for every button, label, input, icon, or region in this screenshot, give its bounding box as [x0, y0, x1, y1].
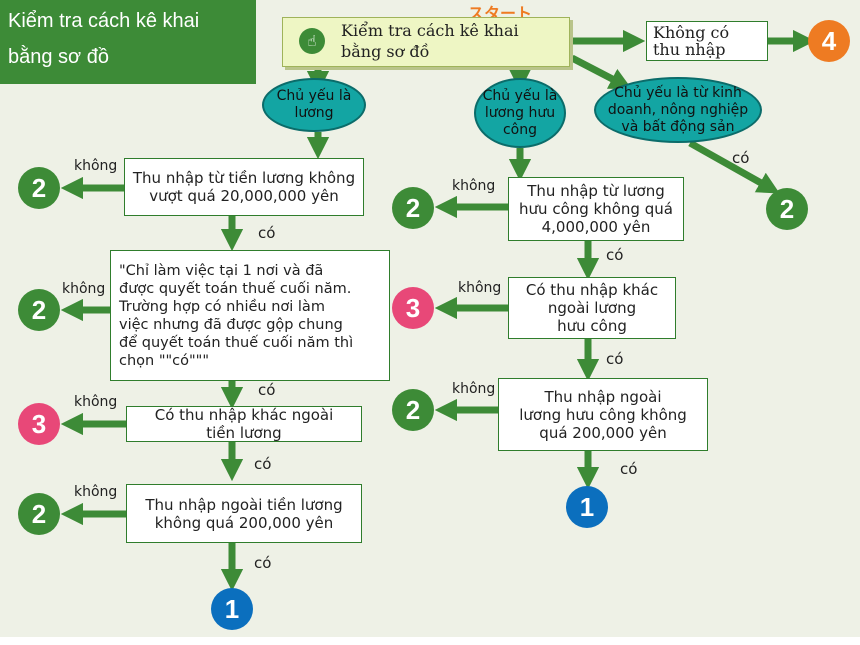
branch-salary-label: Chủ yếu là lương — [276, 88, 352, 121]
arrow-start-to-business — [570, 54, 632, 90]
branch-pension: Chủ yếu là lương hưu công — [474, 78, 566, 148]
label-yes-pension-3: có — [620, 460, 638, 478]
salary-box-3: Có thu nhập khác ngoài tiền lương — [126, 406, 362, 442]
start-label: Kiểm tra cách kê khai bằng sơ đồ — [341, 21, 519, 61]
label-no-salary-1: không — [74, 158, 118, 174]
pension-box-1-text: Thu nhập từ lương hưu công không quá 4,0… — [519, 182, 673, 236]
label-no-pension-2: không — [458, 280, 502, 296]
label-no-salary-4: không — [74, 484, 118, 500]
no-income-label: Không có thu nhập — [653, 23, 730, 59]
salary-box-1: Thu nhập từ tiền lương không vượt quá 20… — [124, 158, 364, 216]
pension-box-2: Có thu nhập khác ngoài lương hưu công — [508, 277, 676, 339]
salary-box-1-text: Thu nhập từ tiền lương không vượt quá 20… — [132, 169, 356, 205]
salary-box-3-text: Có thu nhập khác ngoài tiền lương — [154, 406, 334, 442]
branch-business: Chủ yếu là từ kinh doanh, nông nghiệp và… — [594, 77, 762, 143]
label-yes-salary-2: có — [258, 381, 276, 399]
label-no-salary-3: không — [74, 394, 118, 410]
label-yes-business: có — [732, 149, 750, 167]
page-title: Kiểm tra cách kê khai bằng sơ đồ — [0, 0, 256, 84]
arrow-business-to-2 — [688, 139, 780, 194]
label-yes-salary-1: có — [258, 224, 276, 242]
result-1-pension: 1 — [566, 486, 608, 528]
salary-box-4: Thu nhập ngoài tiền lương không quá 200,… — [126, 484, 362, 543]
no-income-node: Không có thu nhập — [646, 21, 768, 61]
pension-box-1: Thu nhập từ lương hưu công không quá 4,0… — [508, 177, 684, 241]
label-yes-pension-1: có — [606, 246, 624, 264]
result-2-salary-1: 2 — [18, 167, 60, 209]
label-no-pension-1: không — [452, 178, 496, 194]
start-node: ☝ Kiểm tra cách kê khai bằng sơ đồ — [282, 17, 570, 67]
result-2-salary-2: 2 — [18, 289, 60, 331]
result-4-no-income: 4 — [808, 20, 850, 62]
branch-pension-label: Chủ yếu là lương hưu công — [482, 87, 558, 138]
label-yes-salary-4: có — [254, 554, 272, 572]
result-3-salary: 3 — [18, 403, 60, 445]
label-yes-salary-3: có — [254, 455, 272, 473]
hand-pointer-icon: ☝ — [299, 28, 325, 54]
salary-box-4-text: Thu nhập ngoài tiền lương không quá 200,… — [145, 495, 343, 532]
result-1-salary: 1 — [211, 588, 253, 630]
label-no-salary-2: không — [62, 281, 106, 297]
label-no-pension-3: không — [452, 381, 496, 397]
branch-business-label: Chủ yếu là từ kinh doanh, nông nghiệp và… — [607, 84, 749, 135]
title-line-1: Kiểm tra cách kê khai — [8, 10, 200, 32]
result-2-business: 2 — [766, 188, 808, 230]
branch-salary: Chủ yếu là lương — [262, 78, 366, 132]
salary-box-2-text: "Chỉ làm việc tại 1 nơi và đã được quyết… — [119, 262, 354, 369]
result-2-pension-2: 2 — [392, 389, 434, 431]
pension-box-2-text: Có thu nhập khác ngoài lương hưu công — [525, 281, 659, 335]
title-line-2: bằng sơ đồ — [8, 46, 109, 68]
result-2-pension-1: 2 — [392, 187, 434, 229]
label-yes-pension-2: có — [606, 350, 624, 368]
result-3-pension: 3 — [392, 287, 434, 329]
pension-box-3-text: Thu nhập ngoài lương hưu công không quá … — [519, 387, 687, 442]
salary-box-2: "Chỉ làm việc tại 1 nơi và đã được quyết… — [110, 250, 390, 381]
pension-box-3: Thu nhập ngoài lương hưu công không quá … — [498, 378, 708, 451]
result-2-salary-3: 2 — [18, 493, 60, 535]
